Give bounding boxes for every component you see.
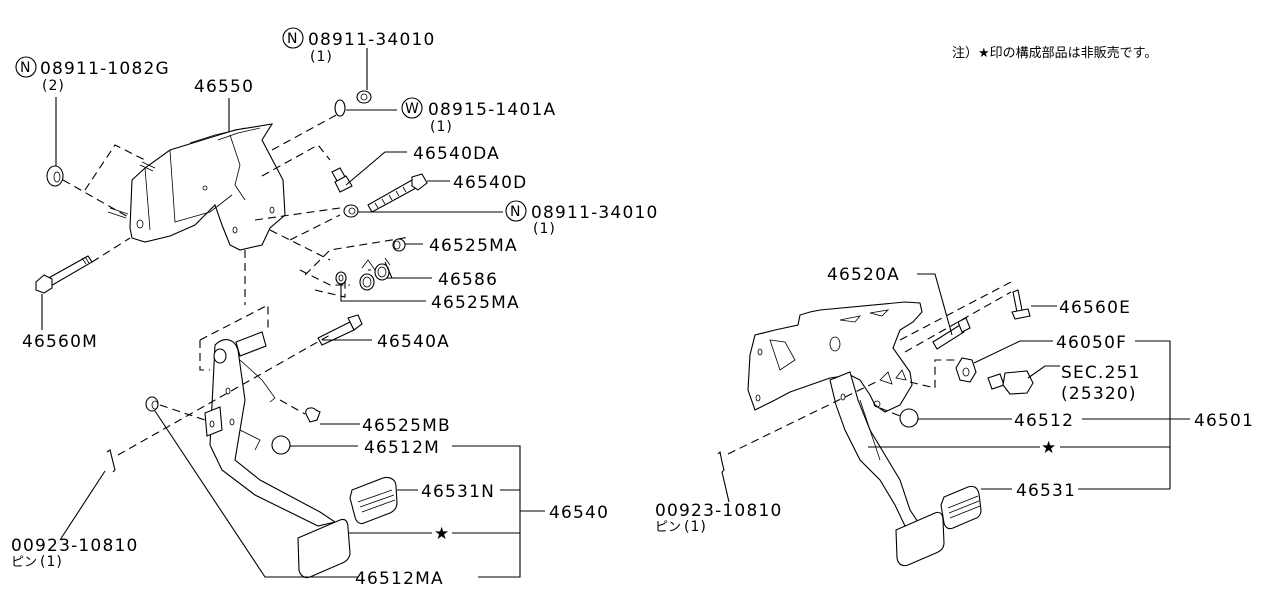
label-quantity: (1) [40, 554, 63, 570]
label-sub-ref: (25320) [1061, 384, 1137, 404]
callout-08911-34010-top[interactable]: N 08911-34010 (1) [282, 27, 436, 65]
bushing-46525MA-upper[interactable] [392, 238, 406, 252]
stud-lower [107, 207, 129, 219]
callout-00923-10810-right[interactable]: 00923-10810 ピン (1) [655, 501, 783, 535]
stopper-rubber-46512[interactable] [899, 408, 919, 428]
label-description: ピン [655, 520, 681, 535]
callout-46520A[interactable]: 46520A [827, 265, 900, 285]
label-quantity: (1) [430, 119, 453, 135]
nut-08911-1082G[interactable] [46, 165, 64, 187]
callout-46540DA[interactable]: 46540DA [413, 144, 500, 164]
bolt-46540D[interactable] [367, 173, 428, 213]
callout-46525MA-upper[interactable]: 46525MA [429, 236, 518, 256]
stop-lamp-switch-nut-46050F[interactable] [955, 357, 977, 383]
bolt-46520A[interactable] [932, 317, 971, 350]
callout-star-right: ★ [1041, 438, 1057, 458]
callout-46586[interactable]: 46586 [438, 270, 498, 290]
brake-pedal-pad[interactable] [895, 511, 945, 567]
callout-00923-10810-left[interactable]: 00923-10810 ピン (1) [11, 536, 139, 570]
callout-46540D[interactable]: 46540D [453, 173, 527, 193]
label-description: ピン [11, 555, 37, 570]
callout-46540A[interactable]: 46540A [377, 332, 450, 352]
label-quantity: (1) [310, 49, 333, 65]
callout-46540[interactable]: 46540 [549, 503, 609, 523]
label-part-number: 00923-10810 [655, 501, 783, 521]
callout-08911-34010-mid[interactable]: N 08911-34010 (1) [505, 200, 659, 237]
callout-46050F[interactable]: 46050F [1056, 333, 1127, 353]
label-part-number: 08911-1082G [40, 59, 170, 79]
note-text: 注）★印の構成部品は非販売です。 [952, 45, 1157, 61]
label-quantity: (1) [533, 221, 556, 237]
callout-sec251[interactable]: SEC.251 (25320) [1061, 363, 1141, 404]
return-spring-46586[interactable] [359, 257, 391, 291]
pedal-pad-cover-46531N[interactable] [349, 476, 398, 525]
bolt-46540A[interactable] [317, 314, 363, 346]
clutch-pedal-pad[interactable] [297, 518, 351, 579]
nut-08911-34010-top[interactable] [356, 90, 372, 104]
bolt-46540DA[interactable] [331, 167, 353, 193]
stopper-46512MA[interactable] [145, 396, 159, 412]
left-assembly: N 08911-1082G (2) N 08911-34010 (1) 4655… [11, 27, 659, 589]
bushing-46525MA-lower[interactable] [335, 271, 347, 285]
bolt-46560M[interactable] [35, 255, 93, 294]
label-quantity: (2) [42, 78, 65, 94]
label-part-number: 08911-34010 [308, 30, 436, 50]
callout-46525MA-lower[interactable]: 46525MA [431, 293, 520, 313]
callout-08911-1082G[interactable]: N 08911-1082G (2) [15, 56, 170, 94]
callout-46501[interactable]: 46501 [1194, 411, 1254, 431]
clip-46525MB[interactable] [305, 407, 321, 423]
pedal-bracket-46550[interactable] [129, 123, 286, 251]
pin-00923-10810-right[interactable] [717, 450, 725, 473]
callout-46512MA[interactable]: 46512MA [355, 569, 444, 589]
svg-text:N: N [510, 204, 520, 220]
svg-text:N: N [20, 60, 30, 76]
label-section-ref: SEC.251 [1061, 363, 1141, 383]
callout-46531[interactable]: 46531 [1016, 481, 1076, 501]
stud-upper [139, 161, 156, 172]
callout-46512M[interactable]: 46512M [364, 438, 440, 458]
pedal-pad-cover-46531[interactable] [940, 485, 982, 530]
stop-lamp-switch[interactable] [987, 370, 1034, 395]
callout-46560M[interactable]: 46560M [22, 332, 98, 352]
callout-46531N[interactable]: 46531N [421, 482, 495, 502]
callout-star-left: ★ [434, 524, 450, 544]
label-part-number: 08911-34010 [531, 203, 659, 223]
svg-text:N: N [287, 31, 297, 47]
callout-46550[interactable]: 46550 [194, 77, 254, 97]
callout-08915-1401A[interactable]: W 08915-1401A (1) [401, 97, 556, 135]
clutch-pedal-arm[interactable] [199, 304, 337, 527]
callout-46560E[interactable]: 46560E [1059, 298, 1131, 318]
nut-08911-34010-mid[interactable] [343, 204, 359, 218]
label-quantity: (1) [684, 519, 707, 535]
stopper-rubber-46512M[interactable] [271, 435, 291, 455]
label-part-number: 00923-10810 [11, 536, 139, 556]
svg-text:W: W [405, 101, 419, 117]
callout-46512[interactable]: 46512 [1014, 411, 1074, 431]
callout-46525MB[interactable]: 46525MB [362, 416, 451, 436]
label-part-number: 08915-1401A [428, 100, 556, 120]
pin-00923-10810-left[interactable] [106, 449, 116, 473]
screw-46560E[interactable] [1011, 289, 1031, 320]
right-assembly: 46520A 46560E 46050F SEC.251 (25320) 465… [655, 265, 1254, 567]
washer-08915-1401A[interactable] [334, 99, 346, 117]
